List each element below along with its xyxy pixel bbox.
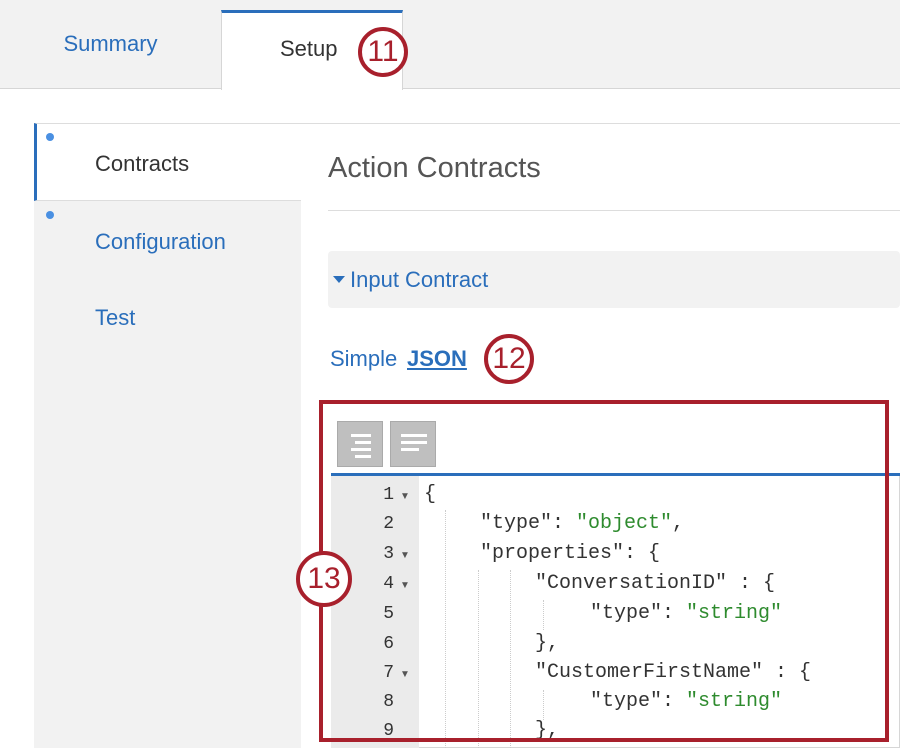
token: : { [763,661,812,684]
token-key: "type" [590,602,663,625]
token-key: "properties" [480,542,625,565]
token: : { [624,542,661,565]
format-simple-link[interactable]: Simple [330,346,398,371]
indent-guide [478,570,479,748]
input-contract-header[interactable] [328,251,900,308]
code-line-5[interactable]: "type": "string" [590,602,782,625]
code-line-2[interactable]: "type": "object", [480,512,684,535]
indent-guide [543,690,544,720]
sidebar [34,123,301,748]
token: : [552,512,577,535]
code-line-6[interactable]: }, [535,632,559,655]
code-line-4[interactable]: "ConversationID" : { [535,572,775,595]
caret-down-icon [333,276,345,283]
line-number: 4 [383,574,394,594]
sidebar-item-configuration-label: Configuration [95,229,226,254]
code-line-3[interactable]: "properties": { [480,542,660,565]
format-icon[interactable] [337,421,383,467]
token-key: "ConversationID" [535,572,728,595]
divider [328,210,900,211]
format-json-link[interactable]: JSON [407,346,467,371]
token-key: "type" [480,512,553,535]
status-dot [46,133,54,141]
token-string: "object" [576,512,673,535]
line-gutter [331,476,419,748]
fold-arrow-icon[interactable]: ▼ [400,580,410,591]
line-number: 9 [383,721,394,741]
page-title: Action Contracts [328,152,541,184]
code-line-9[interactable]: }, [535,719,559,742]
code-line-1[interactable]: { [424,483,436,506]
sidebar-item-test-label: Test [95,305,136,330]
indent-guide [543,600,544,630]
token: , [672,512,685,535]
callout-13: 13 [296,551,352,607]
sidebar-item-test[interactable] [34,279,301,357]
fold-arrow-icon[interactable]: ▼ [400,491,410,502]
indent-guide [445,510,446,748]
tab-bar [0,0,900,88]
fold-arrow-icon[interactable]: ▼ [400,669,410,680]
divider [301,123,900,124]
token: : [662,602,687,625]
line-number: 8 [383,692,394,712]
line-number: 6 [383,634,394,654]
input-contract-label: Input Contract [350,267,489,292]
status-dot [46,211,54,219]
token-key: "type" [590,690,663,713]
token-string: "string" [686,602,783,625]
line-number: 2 [383,514,394,534]
tab-setup-label: Setup [280,36,338,61]
indent-guide [510,570,511,748]
sidebar-item-contracts[interactable] [34,123,301,201]
line-number: 1 [383,485,394,505]
token-string: "string" [686,690,783,713]
line-number: 5 [383,604,394,624]
callout-12: 12 [484,334,534,384]
token: { [424,483,437,506]
callout-11: 11 [358,27,408,77]
token: }, [535,719,560,742]
tab-summary-label: Summary [63,31,158,56]
token: : { [727,572,776,595]
token: }, [535,632,560,655]
code-line-7[interactable]: "CustomerFirstName" : { [535,661,811,684]
token: : [662,690,687,713]
fold-arrow-icon[interactable]: ▼ [400,550,410,561]
line-number: 3 [383,544,394,564]
compact-icon[interactable] [390,421,436,467]
tab-summary[interactable]: Summary [0,0,221,88]
sidebar-item-contracts-label: Contracts [95,151,190,176]
line-number: 7 [383,663,394,683]
token-key: "CustomerFirstName" [535,661,764,684]
editor-highlight-box [319,400,889,742]
code-line-8[interactable]: "type": "string" [590,690,782,713]
